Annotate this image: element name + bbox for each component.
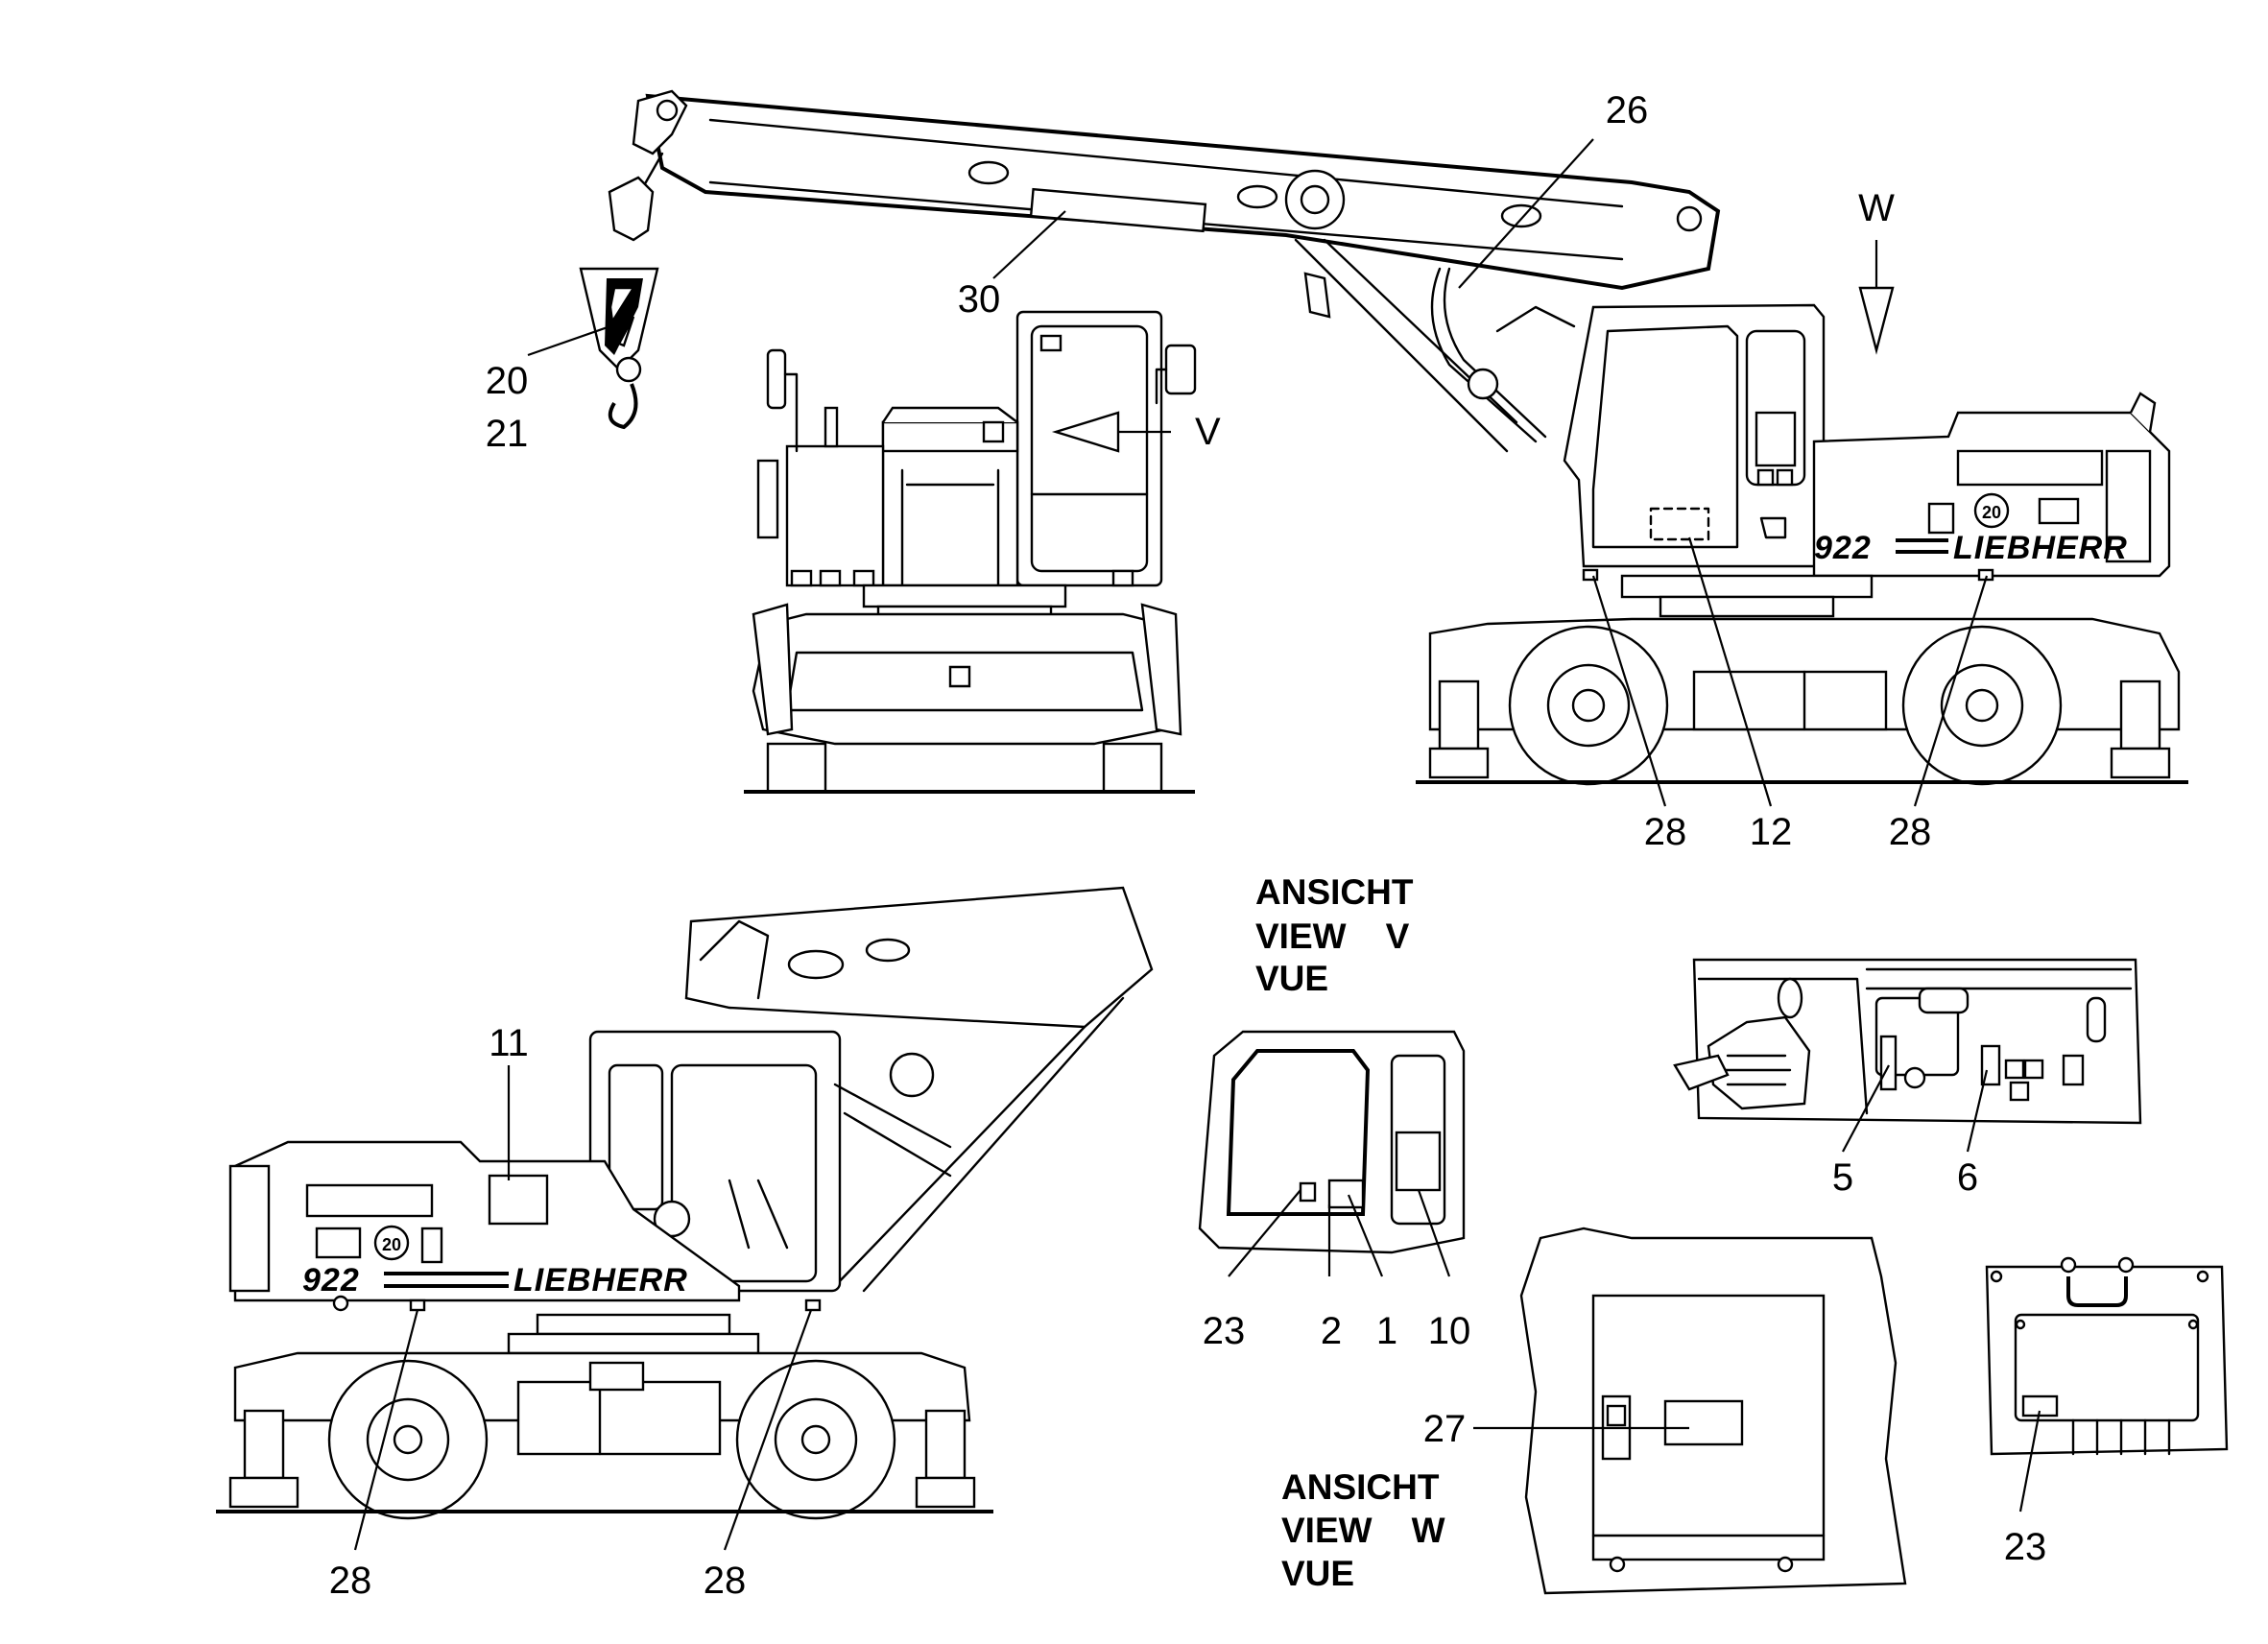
callout-26: 26: [1606, 89, 1649, 131]
callout-28-d: 28: [704, 1560, 747, 1602]
leader-lines: [353, 138, 2041, 1551]
maker-label-right: LIEBHERR: [1953, 530, 2128, 566]
callout-20: 20: [486, 360, 529, 402]
crane-rear-side-view: 20 922 LIEBHERR: [216, 886, 1154, 1520]
callout-30: 30: [958, 278, 1001, 321]
view-v-arrow-label: V: [1195, 411, 1221, 453]
view-w-title-line3: VUE: [1281, 1554, 1354, 1593]
callout-12: 12: [1750, 811, 1793, 853]
view-w-title-line2: VIEW W: [1281, 1511, 1445, 1550]
view-v-title-line2: VIEW V: [1255, 917, 1410, 956]
view-v-detail: [1198, 1030, 1466, 1254]
view-w-title-line1: ANSICHT: [1281, 1467, 1440, 1507]
callout-28-c: 28: [329, 1560, 372, 1602]
view-v-title-line1: ANSICHT: [1255, 872, 1414, 912]
console-detail: [1673, 958, 2142, 1125]
view-w-arrow-label: W: [1858, 187, 1895, 229]
callout-11: 11: [489, 1022, 529, 1064]
view-w-title: ANSICHT VIEW W VUE: [1281, 1467, 1445, 1593]
view-v-title-line3: VUE: [1255, 959, 1328, 998]
crane-front-view: [744, 310, 1197, 794]
callout-21: 21: [486, 413, 529, 455]
callout-2: 2: [1321, 1310, 1342, 1352]
callout-23-b: 23: [2004, 1526, 2047, 1568]
electrical-box-detail: [1985, 1256, 2229, 1456]
callout-27: 27: [1423, 1408, 1467, 1450]
crane-side-view: 20 922 LIEBHERR: [579, 89, 2188, 786]
model-label-right: 922: [1814, 530, 1872, 566]
callout-numbers: 20 21 30 26 28 12 28 11 28 28 23 2 1 10 …: [329, 89, 2047, 1602]
callout-23-a: 23: [1203, 1310, 1246, 1352]
view-v-title: ANSICHT VIEW V VUE: [1255, 872, 1414, 998]
callout-1: 1: [1376, 1310, 1397, 1352]
callout-5: 5: [1832, 1156, 1853, 1199]
callout-6: 6: [1957, 1156, 1978, 1199]
callout-28-a: 28: [1644, 811, 1687, 853]
model-label-left: 922: [302, 1262, 360, 1299]
callout-28-b: 28: [1889, 811, 1932, 853]
maker-label-left: LIEBHERR: [513, 1262, 688, 1299]
badge-20-left: 20: [382, 1235, 401, 1254]
view-v-arrow: V: [1051, 411, 1221, 453]
badge-20-right: 20: [1982, 503, 2001, 522]
callout-10: 10: [1428, 1310, 1471, 1352]
view-w-detail: [1519, 1227, 1907, 1595]
view-w-arrow: W: [1858, 187, 1895, 355]
